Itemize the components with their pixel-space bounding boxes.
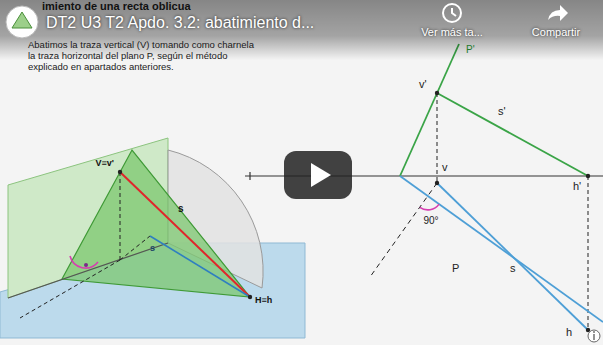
button-label: Ver más ta... <box>421 26 483 39</box>
line-label: s' <box>498 105 506 118</box>
point <box>248 295 252 299</box>
line-label: s <box>150 243 155 253</box>
point-label: h <box>566 326 572 339</box>
point <box>586 174 590 178</box>
point <box>118 170 122 174</box>
video-title: DT2 U3 T2 Apdo. 3.2: abatimiento d... <box>46 14 314 32</box>
point-label: H≡h <box>255 295 272 305</box>
share-icon <box>548 5 568 21</box>
angle-label: 90° <box>423 215 438 227</box>
point-label: h' <box>573 180 581 193</box>
line-s-prime <box>437 93 588 176</box>
trace-label: P <box>452 262 459 275</box>
projection-line <box>437 93 438 183</box>
tick <box>249 172 250 180</box>
angle-dot <box>84 263 88 267</box>
play-triangle <box>311 163 331 187</box>
channel-logo <box>6 6 38 38</box>
line-s-rotated <box>150 236 250 297</box>
dashed-line <box>20 260 120 318</box>
point <box>435 91 439 95</box>
point-label: V≡v' <box>96 158 114 168</box>
button-label: Compartir <box>532 26 580 39</box>
info-dot <box>593 331 595 333</box>
info-mark <box>593 334 594 340</box>
point-label: v <box>442 161 448 174</box>
perpendicular-line <box>370 183 437 277</box>
trace-p-vertical <box>400 44 459 176</box>
play-button <box>284 151 352 199</box>
dashed-line <box>120 236 150 260</box>
trace-p-horizontal <box>400 176 603 322</box>
point <box>435 181 439 185</box>
projection-line <box>120 172 121 260</box>
clock-hands <box>452 8 456 16</box>
slide-note: Abatimos la traza vertical (V) tomando c… <box>28 40 264 73</box>
plane-p <box>62 150 250 297</box>
ground-line <box>8 243 168 298</box>
info-icon <box>588 330 600 342</box>
point-label: v' <box>419 78 427 91</box>
right-angle-mark <box>420 204 439 210</box>
trace-label: P' <box>466 44 475 56</box>
slide-heading: imiento de una recta oblicua <box>42 0 191 13</box>
line-s <box>437 183 588 330</box>
angle-mark <box>70 256 98 268</box>
logo-mark <box>12 12 32 28</box>
projection-line <box>588 176 589 330</box>
line-label: s <box>510 262 516 275</box>
line-s <box>120 172 250 297</box>
clock-icon <box>443 4 461 22</box>
line-label: s <box>178 203 184 215</box>
